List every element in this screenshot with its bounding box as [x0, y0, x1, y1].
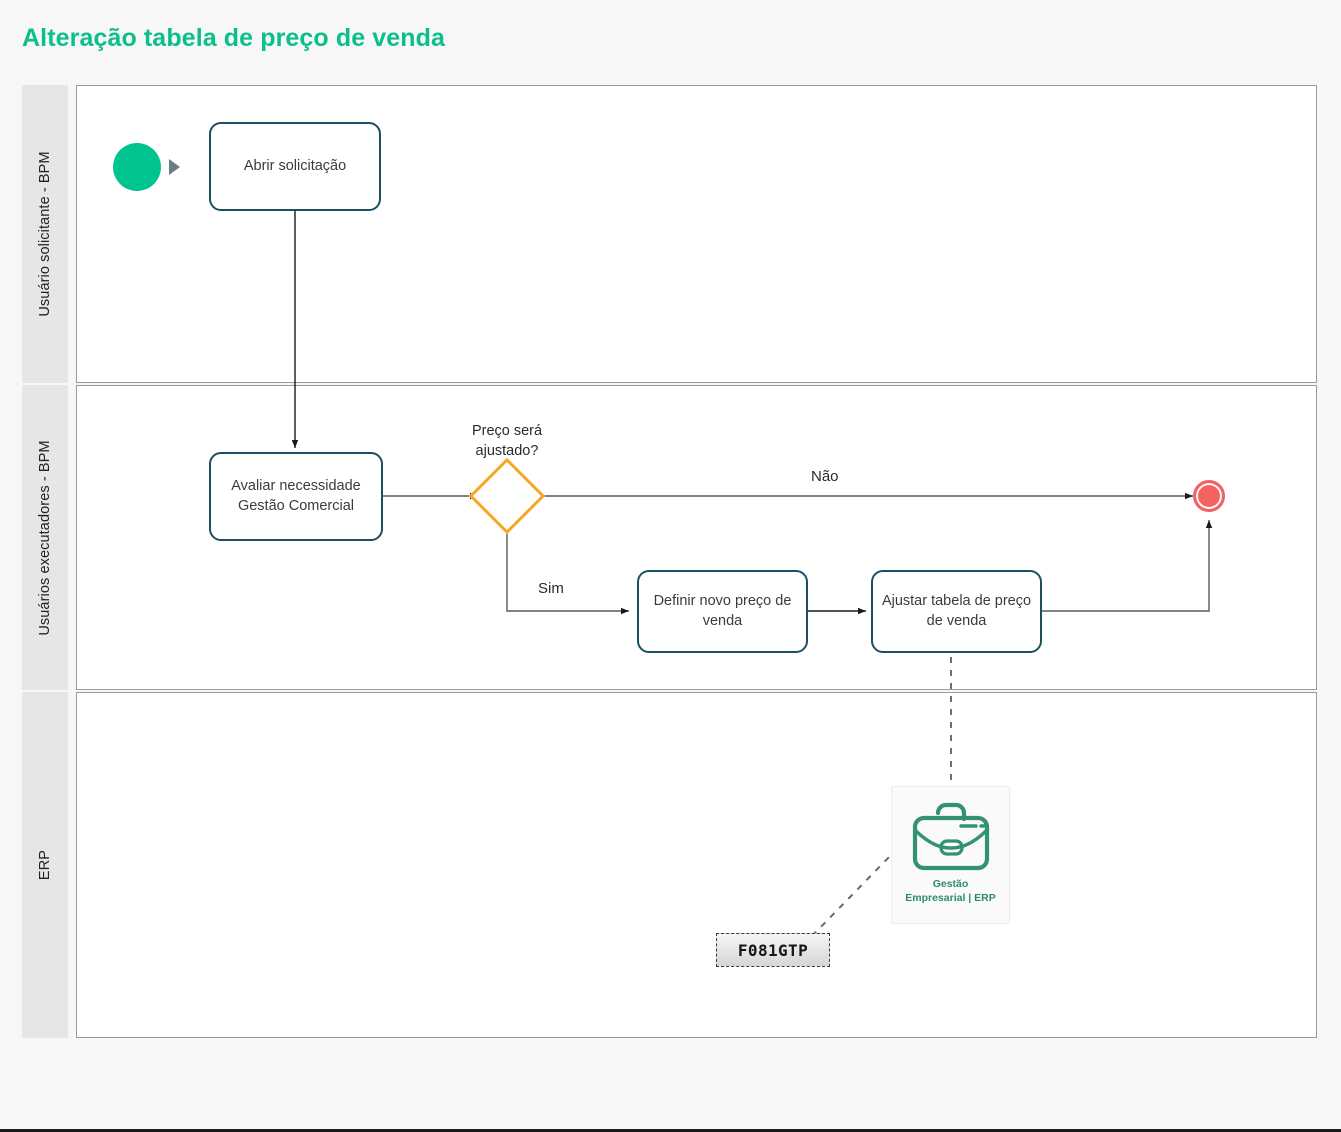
- task-abrir-solicitacao[interactable]: Abrir solicitação: [209, 122, 381, 211]
- start-event[interactable]: [113, 143, 161, 191]
- lane-label: Usuário solicitante - BPM: [37, 151, 53, 317]
- task-avaliar-necessidade[interactable]: Avaliar necessidade Gestão Comercial: [209, 452, 383, 541]
- task-ajustar-tabela[interactable]: Ajustar tabela de preço de venda: [871, 570, 1042, 653]
- task-label: Ajustar tabela de preço de venda: [881, 593, 1032, 629]
- edge-label-sim: Sim: [538, 580, 564, 597]
- lane-label: ERP: [37, 849, 53, 881]
- task-definir-novo-preco[interactable]: Definir novo preço de venda: [637, 570, 808, 653]
- lane-header-erp: ERP: [22, 692, 68, 1038]
- lane-header-usuarios-executadores: Usuários executadores - BPM: [22, 385, 68, 690]
- erp-caption-line2: Empresarial | ERP: [905, 891, 996, 904]
- lane-header-usuario-solicitante: Usuário solicitante - BPM: [22, 85, 68, 383]
- gateway-label: Preço será ajustado?: [471, 423, 543, 459]
- lane-label: Usuários executadores - BPM: [37, 439, 53, 636]
- erp-caption: Gestão Empresarial | ERP: [905, 878, 995, 905]
- erp-caption-line1: Gestão: [932, 878, 969, 890]
- task-label: Avaliar necessidade Gestão Comercial: [231, 478, 361, 514]
- lane-body-erp: [76, 692, 1317, 1038]
- erp-system-artifact[interactable]: Gestão Empresarial | ERP: [891, 786, 1010, 924]
- task-label: Abrir solicitação: [243, 157, 347, 174]
- swimlane-erp: ERP: [22, 692, 1317, 1038]
- end-event[interactable]: [1193, 480, 1225, 512]
- edge-label-nao: Não: [811, 468, 839, 485]
- code-label-f081gtp[interactable]: F081GTP: [716, 933, 830, 967]
- page-title: Alteração tabela de preço de venda: [22, 24, 446, 52]
- briefcase-icon: [912, 802, 989, 871]
- task-label: Definir novo preço de venda: [653, 593, 792, 629]
- bpmn-pool: Usuário solicitante - BPM Usuários execu…: [22, 85, 1317, 1038]
- start-arrow-icon: [169, 159, 180, 175]
